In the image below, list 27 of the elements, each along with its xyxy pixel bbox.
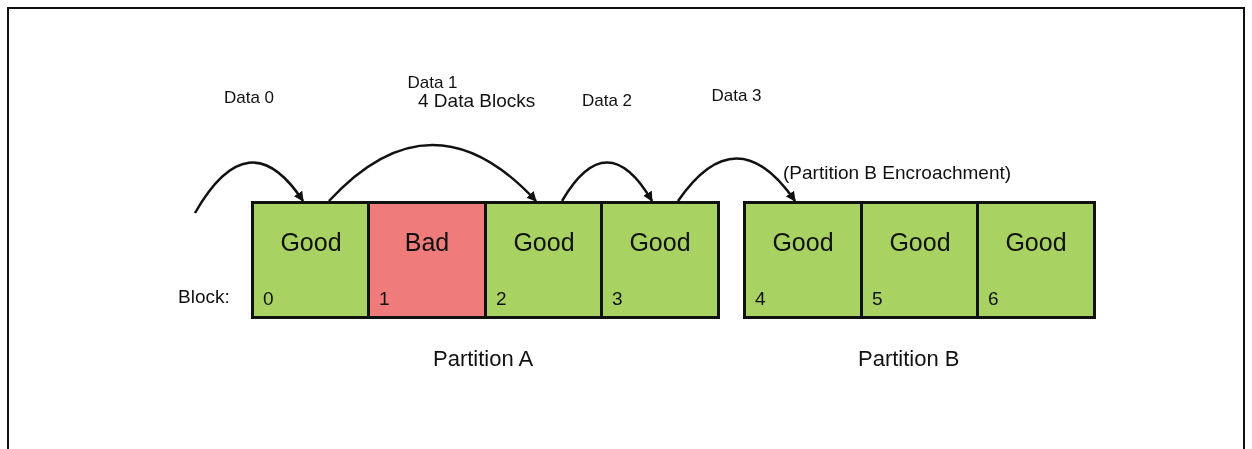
curved-arrow bbox=[560, 161, 654, 202]
partition-label: Partition A bbox=[433, 346, 534, 372]
block-number: 4 bbox=[755, 288, 766, 310]
curved-arrow bbox=[193, 161, 304, 214]
block-number: 5 bbox=[872, 288, 883, 310]
block-box bbox=[976, 201, 1096, 319]
block-number: 0 bbox=[263, 288, 274, 310]
block-number: 6 bbox=[988, 288, 999, 310]
block-status: Good bbox=[512, 228, 576, 257]
block-number: 3 bbox=[612, 288, 623, 310]
block-status: Bad bbox=[403, 228, 451, 257]
curved-arrow bbox=[328, 143, 537, 202]
block-box bbox=[367, 201, 487, 319]
block-status: Good bbox=[1004, 228, 1068, 257]
block-number: 2 bbox=[496, 288, 507, 310]
block-box bbox=[600, 201, 720, 319]
block-status: Good bbox=[628, 228, 692, 257]
row-label: Block: bbox=[178, 286, 230, 308]
block-status: Good bbox=[888, 228, 952, 257]
heading-label: 4 Data Blocks bbox=[418, 90, 536, 112]
block-status: Good bbox=[771, 228, 835, 257]
block-status: Good bbox=[279, 228, 343, 257]
partition-label: Partition B bbox=[858, 346, 960, 372]
block-box bbox=[743, 201, 863, 319]
curved-arrow bbox=[677, 157, 796, 202]
block-number: 1 bbox=[379, 288, 390, 310]
annotation-label: (Partition B Encroachment) bbox=[783, 162, 1012, 184]
